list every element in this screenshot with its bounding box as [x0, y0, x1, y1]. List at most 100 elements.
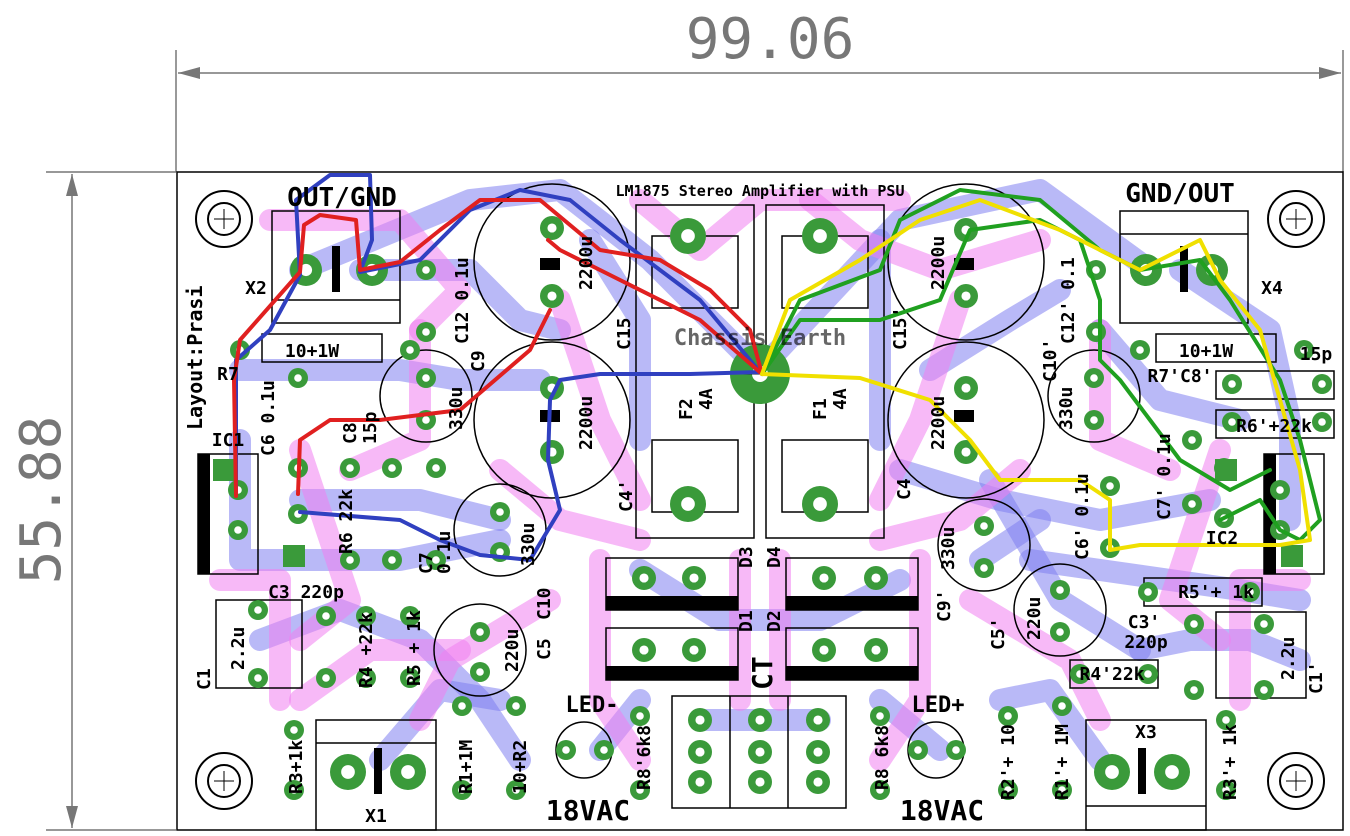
c10-value: 330u — [518, 523, 539, 566]
pad-hole — [362, 674, 370, 682]
pad-hole — [422, 416, 430, 424]
chassis-earth-label: Chassis Earth — [674, 326, 846, 351]
mounting-hole-bottom-right — [1267, 752, 1325, 810]
pad-hole — [914, 746, 922, 754]
width-dimension-label: 99.06 — [686, 7, 855, 72]
r5p-label: R5'+ 1k — [1178, 582, 1254, 603]
pad-hole — [322, 612, 330, 620]
pad-hole — [871, 645, 881, 655]
c12p-label: C12' 0.1 — [1058, 257, 1079, 344]
wire-yellow-right — [760, 198, 1312, 552]
c4p-value: 2200u — [576, 396, 597, 450]
d3-label: D3 — [736, 546, 757, 568]
pad-hole — [1144, 670, 1152, 678]
c1p-value: 2.2u — [1278, 637, 1299, 680]
r7-label: R7 — [217, 364, 239, 385]
wire-red-left — [232, 198, 764, 498]
square-pad — [213, 459, 235, 481]
pad-hole — [496, 548, 504, 556]
pad-hole — [1092, 328, 1100, 336]
c15-value: 2200u — [576, 236, 597, 290]
f2-label: F2 — [676, 398, 697, 420]
c10p-value: 330u — [1056, 387, 1077, 430]
pad-hole — [512, 702, 520, 710]
r6-label: R6 22k — [336, 489, 357, 554]
c5p-value: 220u — [1024, 597, 1045, 640]
cap-c10p-outline — [1047, 349, 1141, 443]
pad-hole — [1300, 346, 1308, 354]
pad-hole — [871, 573, 881, 583]
out-gnd-label: OUT/GND — [287, 183, 397, 213]
pad-hole — [294, 374, 302, 382]
r2-label: 10+R2 — [510, 740, 531, 794]
terminal-x1-outline — [315, 719, 437, 831]
wire-green-right — [760, 188, 1322, 542]
dimension-width: 99.06 — [175, 7, 1344, 172]
height-dimension-label: 55.88 — [9, 416, 74, 585]
r10w-left-label: 10+1W — [285, 341, 339, 362]
pad-hole — [299, 263, 313, 277]
pad-hole — [401, 765, 415, 779]
mounting-hole-top-right — [1267, 190, 1325, 248]
pad-hole — [341, 765, 355, 779]
pad-hole — [496, 508, 504, 516]
r10w-right-label: 10+1W — [1179, 341, 1233, 362]
pad-hole — [961, 447, 971, 457]
c5p-label: C5' — [988, 617, 1009, 650]
pad-hole — [422, 374, 430, 382]
silkscreen-outlines — [197, 183, 1335, 831]
pad-hole — [636, 712, 644, 720]
pad-hole — [547, 223, 557, 233]
wire-blue-left — [234, 173, 762, 562]
c10p-label: C10' — [1040, 339, 1061, 382]
ct-header-outline — [671, 695, 847, 809]
pad-hole — [600, 746, 608, 754]
pad-hole — [1004, 786, 1012, 794]
pad-hole — [1105, 765, 1119, 779]
pad-hole — [1228, 418, 1236, 426]
pad-hole — [1260, 686, 1268, 694]
x2-label: X2 — [245, 278, 267, 299]
x1-label: X1 — [365, 806, 387, 827]
cap-c4p-outline — [473, 341, 631, 499]
pad-hole — [1106, 482, 1114, 490]
cap-c15-outline — [473, 183, 631, 341]
pad-hole — [1056, 586, 1064, 594]
square-pad — [1215, 459, 1237, 481]
pad-hole — [346, 556, 354, 564]
pad-hole — [961, 291, 971, 301]
pad-hole — [1076, 670, 1084, 678]
square-pad — [283, 545, 305, 567]
pad-hole — [819, 573, 829, 583]
c4p-label: C4' — [616, 479, 637, 512]
c8-label: C8 — [340, 422, 361, 444]
pad-hole — [681, 497, 695, 511]
pad-hole — [458, 702, 466, 710]
c3p-value: 220p — [1124, 632, 1168, 653]
c6p-label: C6' 0.1u — [1072, 473, 1093, 560]
wire-overlay — [232, 173, 1322, 562]
pad-hole — [689, 573, 699, 583]
pad-hole — [1222, 786, 1230, 794]
pad-hole — [695, 715, 705, 725]
pad-hole — [290, 786, 298, 794]
pad-hole — [689, 645, 699, 655]
led-minus-label: LED- — [566, 693, 619, 718]
pad-hole — [362, 612, 370, 620]
pad-hole — [406, 346, 414, 354]
c6-label: C6 0.1u — [258, 380, 279, 456]
pad-hole — [1246, 588, 1254, 596]
pad-hole — [813, 715, 823, 725]
pad-hole — [1090, 416, 1098, 424]
r2p-label: R2'+ 10 — [998, 724, 1019, 800]
ac-right-label: 18VAC — [900, 794, 984, 827]
pad-hole — [876, 712, 884, 720]
mounting-hole-top-left — [195, 190, 253, 248]
pad-hole — [406, 674, 414, 682]
c4-label: C4 — [894, 478, 915, 500]
d1-label: D1 — [736, 610, 757, 632]
c12-label: C12 0.1u — [452, 257, 473, 344]
f2-value: 4A — [696, 388, 717, 410]
r3p-label: R3'+ 1k — [1220, 724, 1241, 800]
cap-c5p-outline — [1013, 563, 1107, 657]
